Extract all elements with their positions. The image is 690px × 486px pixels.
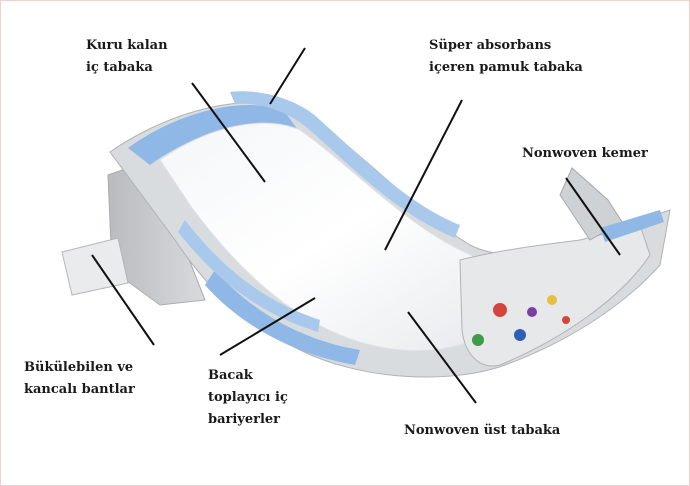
print-blob-yellow [547, 295, 557, 305]
label-leg-barrier-1: Bacak [208, 366, 253, 386]
label-tapes-1: Bükülebilen ve [24, 358, 133, 378]
label-nonwoven-belt: Nonwoven kemer [522, 144, 648, 164]
print-blob-red-2 [562, 316, 570, 324]
label-nonwoven-top-sheet: Nonwoven üst tabaka [404, 421, 560, 441]
leader-top-edge [270, 48, 305, 104]
label-dry-inner-layer-2: iç tabaka [86, 58, 153, 78]
label-leg-barrier-3: bariyerler [208, 410, 280, 430]
label-tapes-2: kancalı bantlar [24, 380, 135, 400]
print-blob-green [472, 334, 484, 346]
label-dry-inner-layer-1: Kuru kalan [86, 36, 168, 56]
print-blob-blue [514, 329, 526, 341]
print-blob-red [493, 303, 507, 317]
label-leg-barrier-2: toplayıcı iç [208, 388, 288, 408]
label-super-absorbent-2: içeren pamuk tabaka [429, 58, 583, 78]
print-blob-purple [527, 307, 537, 317]
label-super-absorbent-1: Süper absorbans [429, 36, 551, 56]
hook-tape [62, 238, 128, 295]
